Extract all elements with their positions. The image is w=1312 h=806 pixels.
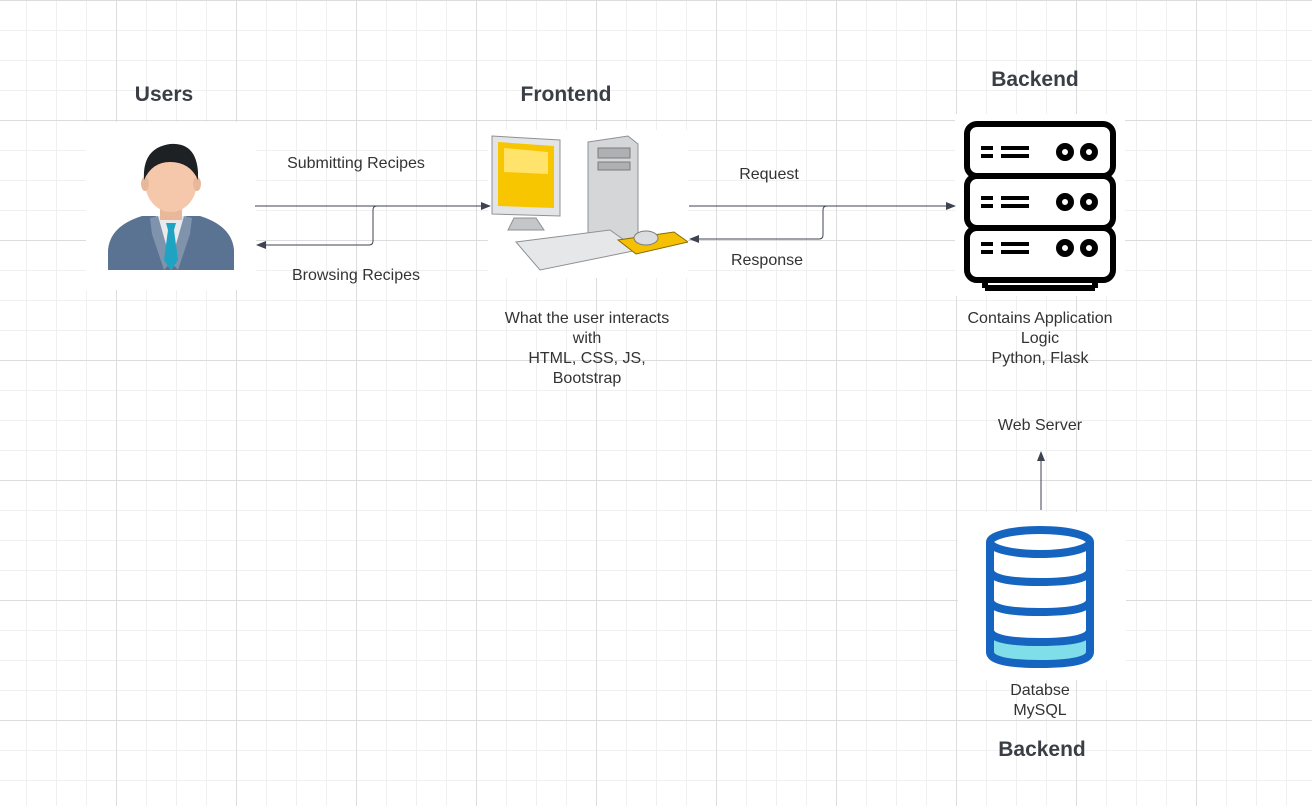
- browsing-recipes-label: Browsing Recipes: [291, 267, 421, 284]
- frontend-description-line: Bootstrap: [552, 370, 622, 387]
- frontend-description: What the user interacts with HTML, CSS, …: [477, 309, 697, 389]
- web-server-label: Web Server: [997, 417, 1083, 434]
- submitting-recipes-label: Submitting Recipes: [287, 155, 425, 172]
- database-description: Databse MySQL: [940, 681, 1140, 721]
- backend-heading-top: Backend: [991, 68, 1079, 91]
- response-label: Response: [730, 252, 804, 269]
- backend-description: Contains Application Logic Python, Flask: [930, 309, 1150, 369]
- backend-description-line: Python, Flask: [991, 350, 1089, 367]
- users-heading: Users: [134, 83, 194, 106]
- response-arrow: [689, 205, 955, 243]
- backend-description-line: Contains Application: [967, 310, 1113, 327]
- frontend-description-line: HTML, CSS, JS,: [528, 350, 646, 367]
- frontend-description-line: What the user interacts: [504, 310, 670, 327]
- server-rack-icon: [955, 114, 1125, 296]
- database-description-line: MySQL: [1013, 702, 1067, 719]
- database-description-line: Databse: [1010, 682, 1070, 699]
- user-icon: [86, 122, 256, 290]
- database-icon: [958, 512, 1126, 680]
- backend-description-line: Logic: [1020, 330, 1060, 347]
- frontend-description-line: with: [572, 330, 602, 347]
- backend-heading-bottom: Backend: [998, 738, 1086, 761]
- frontend-heading: Frontend: [520, 83, 612, 106]
- desktop-computer-icon: [488, 130, 690, 278]
- request-label: Request: [739, 166, 799, 183]
- browsing-arrow: [256, 205, 490, 249]
